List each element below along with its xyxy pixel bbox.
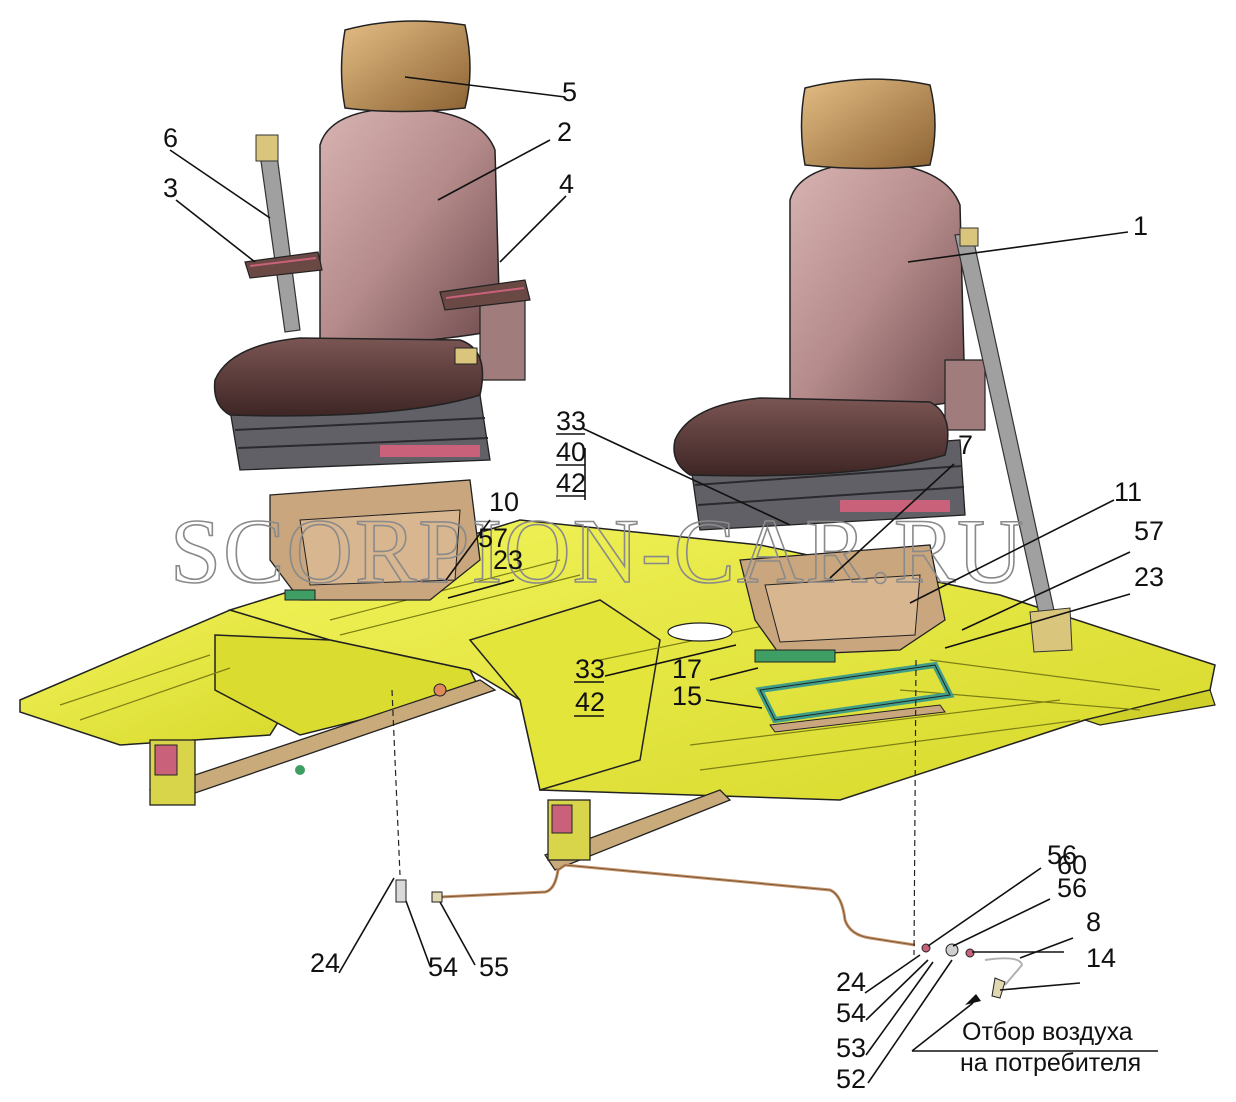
callout-54-left: 54 [428,952,458,982]
callout-24-left: 24 [310,948,340,978]
air-pipe [395,863,1024,1005]
callout-2: 2 [557,117,572,147]
note-line-2: на потребителя [960,1049,1141,1077]
callout-14: 14 [1086,943,1116,973]
callout-54-right: 54 [836,998,866,1028]
dashed-axis-left [391,689,401,876]
callout-8: 8 [1086,907,1101,937]
callout-labels: 5 2 6 3 4 1 33 40 42 7 11 57 23 10 57 23… [163,77,1164,1094]
callout-1: 1 [1133,211,1148,241]
callout-23-right: 23 [1134,562,1164,592]
callout-17: 17 [672,654,702,684]
leader-lines [169,76,1158,1084]
passenger-seat [673,78,1073,663]
callout-42-bottom: 42 [575,687,605,717]
callout-60: 60 [1057,850,1087,880]
callout-33-top: 33 [556,406,586,436]
callout-4: 4 [559,169,574,199]
callout-33-bottom: 33 [575,654,605,684]
frame-15 [755,661,955,733]
floor-support-rails [148,679,732,871]
callout-57-left: 57 [478,523,508,553]
callout-40: 40 [556,437,586,467]
callout-53: 53 [836,1033,866,1063]
callout-23-left: 23 [493,545,523,575]
callout-57-right: 57 [1134,516,1164,546]
callout-11: 11 [1114,477,1142,507]
callout-52: 52 [836,1064,866,1094]
air-tap-note: Отбор воздуха на потребителя [960,1018,1141,1077]
dashed-axis-right [913,659,917,956]
callout-5: 5 [562,77,577,107]
label-stack-rules [556,433,604,717]
callout-15: 15 [672,681,702,711]
callout-10: 10 [489,487,519,517]
callout-56-top: 56 [1047,840,1077,870]
callout-24-right: 24 [836,967,866,997]
callout-3: 3 [163,173,178,203]
callout-6: 6 [163,123,178,153]
note-line-1: Отбор воздуха [962,1018,1133,1046]
driver-seat [213,20,531,601]
callout-55: 55 [479,952,509,982]
watermark: SCORPION-CAR.RU [170,500,1026,602]
callout-7: 7 [958,430,973,460]
callout-42-top: 42 [556,468,586,498]
callout-56-second: 56 [1057,873,1087,903]
